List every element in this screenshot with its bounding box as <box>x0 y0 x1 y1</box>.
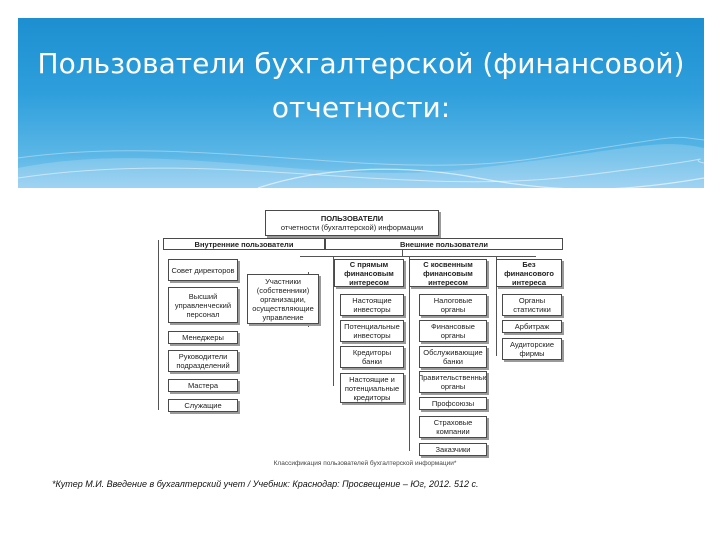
indirect-item: Правительственные органы <box>419 371 487 393</box>
direct-item: Кредиторы банки <box>340 346 404 368</box>
root-title: ПОЛЬЗОВАТЕЛИ <box>320 214 384 223</box>
root-subtitle: отчетности (бухгалтерской) информации <box>280 223 424 232</box>
direct-item: Потенциальные инвесторы <box>340 320 404 342</box>
connector <box>333 256 334 386</box>
root-box: ПОЛЬЗОВАТЕЛИ отчетности (бухгалтерской) … <box>265 210 439 236</box>
indirect-item: Финансовые органы <box>419 320 487 342</box>
indirect-item: Страховые компании <box>419 416 487 438</box>
no-interest-item: Арбитраж <box>502 320 562 333</box>
footnote: *Кутер М.И. Введение в бухгалтерский уче… <box>52 479 479 489</box>
internal-item: Менеджеры <box>168 331 238 344</box>
title-line-1: Пользователи бухгалтерской (финансовой) <box>37 47 685 80</box>
diagram-caption: Классификация пользователей бухгалтерско… <box>273 460 457 467</box>
owners-box: Участники (собственники) организации, ос… <box>247 274 319 324</box>
external-users-header: Внешние пользователи <box>325 238 563 250</box>
slide-title: Пользователи бухгалтерской (финансовой) … <box>18 42 704 130</box>
direct-item: Настоящие инвесторы <box>340 294 404 316</box>
internal-item: Мастера <box>168 379 238 392</box>
title-banner: Пользователи бухгалтерской (финансовой) … <box>18 18 704 188</box>
direct-item: Настоящие и потенциальные кредиторы <box>340 373 404 403</box>
direct-interest-header: С прямым финансовым интересом <box>334 259 404 287</box>
indirect-interest-header: С косвенным финансовым интересом <box>409 259 487 287</box>
internal-item: Высший управленческий персонал <box>168 287 238 323</box>
no-interest-item: Органы статистики <box>502 294 562 316</box>
connector <box>351 235 352 240</box>
connector <box>158 240 159 410</box>
internal-item: Руководители подразделений <box>168 350 238 372</box>
indirect-item: Обслуживающие банки <box>419 346 487 368</box>
wave-decoration <box>18 136 704 188</box>
indirect-item: Налоговые органы <box>419 294 487 316</box>
no-interest-header: Без финансового интереса <box>496 259 562 287</box>
title-line-2: отчетности: <box>271 91 451 124</box>
connector <box>300 256 536 257</box>
connector <box>409 256 410 451</box>
indirect-item: Заказчики <box>419 443 487 456</box>
internal-users-header: Внутренние пользователи <box>163 238 325 250</box>
internal-item: Служащие <box>168 399 238 412</box>
connector <box>496 256 497 356</box>
connector <box>402 250 403 256</box>
internal-item: Совет директоров <box>168 259 238 281</box>
indirect-item: Профсоюзы <box>419 397 487 410</box>
no-interest-item: Аудиторские фирмы <box>502 338 562 360</box>
